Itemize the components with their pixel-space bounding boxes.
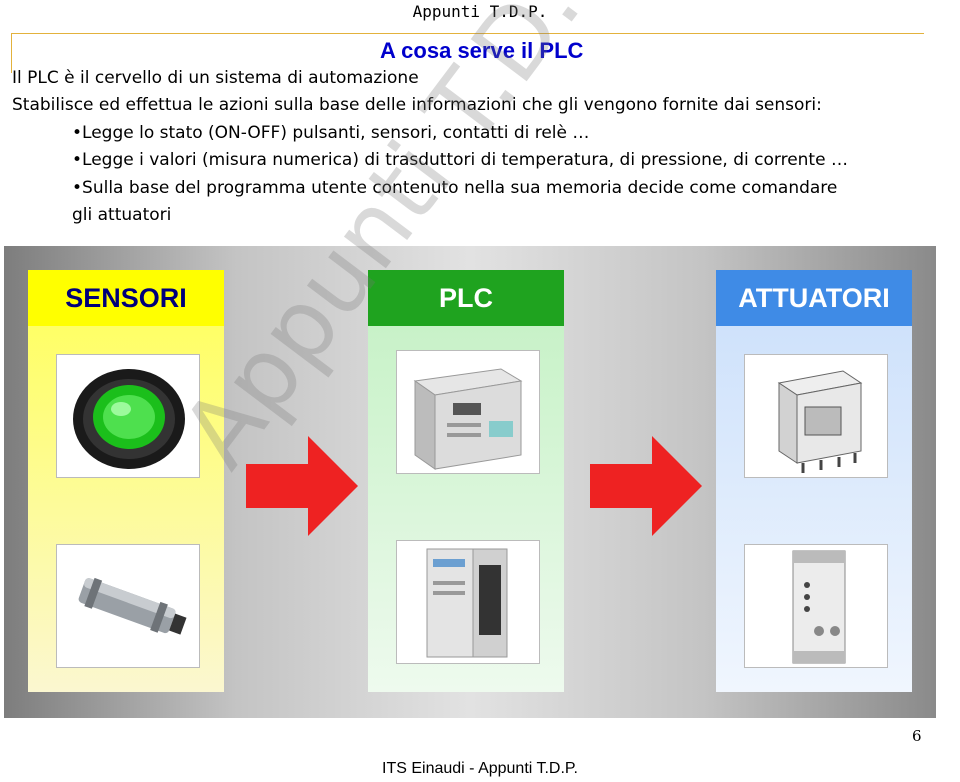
- relay-image: [744, 354, 888, 478]
- compact-plc-image: [396, 350, 540, 474]
- bullet-line-1: •Legge lo stato (ON-OFF) pulsanti, senso…: [72, 123, 590, 143]
- soft-starter-image: [744, 544, 888, 668]
- column-plc: PLC: [368, 270, 564, 692]
- title-rule-vertical: [11, 33, 12, 73]
- column-sensori: SENSORI: [28, 270, 224, 692]
- text-line-2: Stabilisce ed effettua le azioni sulla b…: [12, 95, 822, 115]
- modular-plc-icon: [426, 548, 508, 658]
- footer-text: ITS Einaudi - Appunti T.D.P.: [382, 760, 578, 777]
- plc-diagram: SENSORI: [4, 246, 936, 718]
- column-header-attuatori: ATTUATORI: [716, 270, 912, 326]
- push-button-icon: [73, 369, 185, 469]
- bullet-line-2: •Legge i valori (misura numerica) di tra…: [72, 150, 848, 170]
- arrow-right-icon: [246, 436, 358, 536]
- compact-plc-icon: [413, 368, 523, 470]
- column-body-plc: [368, 326, 564, 692]
- column-attuatori: ATTUATORI: [716, 270, 912, 692]
- column-body-attuatori: [716, 326, 912, 692]
- text-line-1: Il PLC è il cervello di un sistema di au…: [12, 68, 419, 88]
- modular-plc-image: [396, 540, 540, 664]
- proximity-sensor-icon: [78, 577, 187, 635]
- page-number: 6: [912, 727, 922, 745]
- push-button-image: [56, 354, 200, 478]
- column-body-sensori: [28, 326, 224, 692]
- relay-icon: [777, 370, 863, 473]
- title-rule: [11, 33, 924, 34]
- bullet-line-3: •Sulla base del programma utente contenu…: [72, 178, 838, 198]
- proximity-sensor-image: [56, 544, 200, 668]
- header-title: Appunti T.D.P.: [412, 2, 548, 21]
- column-header-plc: PLC: [368, 270, 564, 326]
- column-header-sensori: SENSORI: [28, 270, 224, 326]
- arrow-right-icon: [590, 436, 702, 536]
- slide-title: A cosa serve il PLC: [380, 38, 584, 63]
- soft-starter-icon: [792, 550, 846, 664]
- bullet-line-3-cont: gli attuatori: [72, 205, 172, 225]
